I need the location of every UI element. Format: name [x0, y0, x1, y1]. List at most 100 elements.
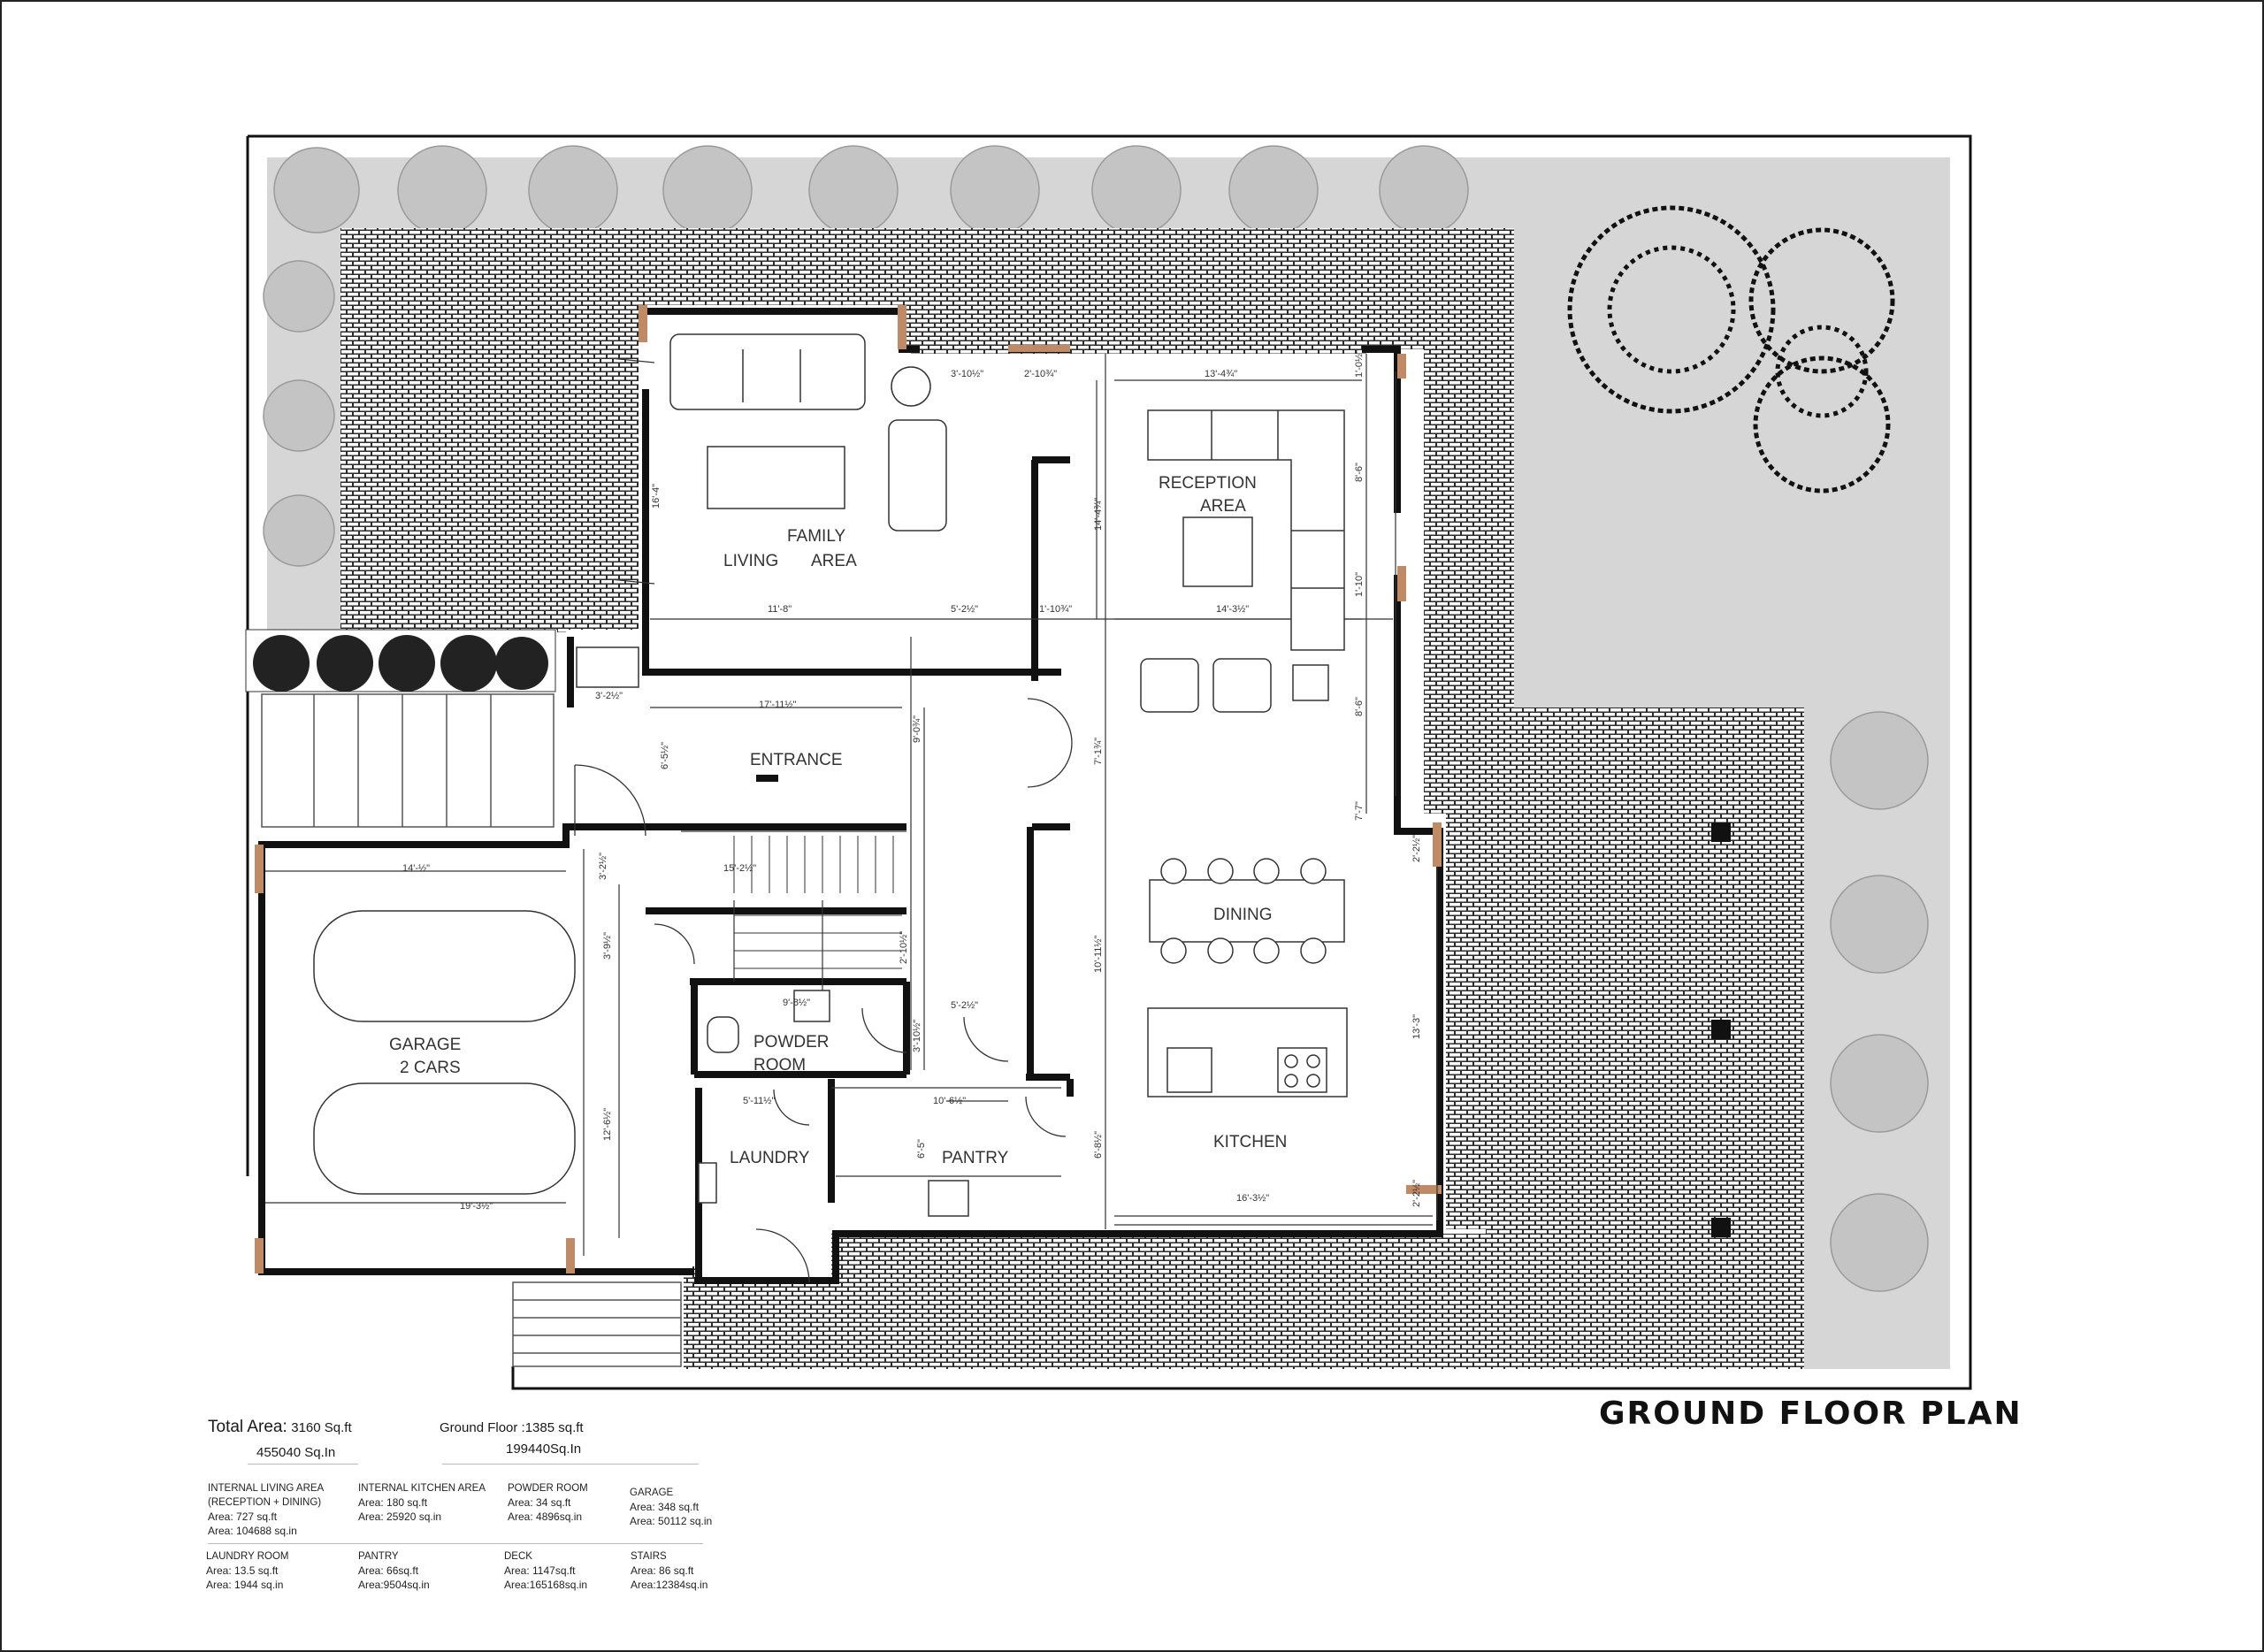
toilet-icon: [707, 1016, 739, 1053]
area-item: STAIRS Area: 86 sq.ft Area:12384sq.in: [631, 1551, 708, 1591]
family-label: FAMILY: [787, 527, 845, 546]
dim-label: 13'-3": [1411, 1014, 1422, 1039]
car-icon: [313, 910, 576, 1022]
side-table-icon: [891, 366, 931, 407]
laundry-label: LAUNDRY: [730, 1149, 810, 1167]
sofa-icon: [669, 333, 866, 410]
dining-label: DINING: [1213, 906, 1273, 924]
shrubs-top: [263, 145, 1929, 1292]
reception-area-label: AREA: [1200, 497, 1246, 516]
ground-floor: Ground Floor :1385 sq.ft: [440, 1420, 584, 1435]
dim-label: 6'-5": [916, 1139, 927, 1159]
reception-label: RECEPTION: [1159, 474, 1257, 493]
tree-cluster: [1567, 205, 1895, 493]
sink-icon: [1166, 1047, 1212, 1093]
interior-stairs: [733, 836, 902, 969]
dim-label: 16'-3½": [1236, 1193, 1269, 1204]
cooktop-icon: [1277, 1047, 1327, 1093]
dim-label: 8'-6": [1354, 697, 1365, 716]
area-label: AREA: [811, 552, 857, 570]
ground-floor-sqin: 199440Sq.In: [506, 1442, 582, 1457]
dim-label: 14'-½": [402, 863, 430, 874]
brick-wall-ends: [255, 305, 1442, 1273]
dim-label: 10'-6½": [933, 1096, 966, 1106]
area-item: GARAGE Area: 348 sq.ft Area: 50112 sq.in: [630, 1488, 713, 1527]
divider: [442, 1464, 699, 1465]
dim-label: 5'-2½": [951, 604, 978, 615]
exterior-stairs: [261, 693, 682, 1367]
dim-label: 9'-8½": [783, 998, 810, 1008]
dim-label: 7'-7": [1354, 801, 1365, 821]
dim-label: 13'-4¾": [1205, 369, 1237, 379]
site-boundary: [248, 134, 1972, 1390]
powder-label: POWDER: [753, 1033, 830, 1052]
dim-label: 2'-10½": [899, 931, 909, 964]
shoe-rack-icon: [576, 646, 639, 688]
area-item: POWDER ROOM Area: 34 sq.ft Area: 4896sq.…: [508, 1483, 588, 1523]
garage-label: GARAGE: [389, 1036, 461, 1054]
dim-label: 8'-6": [1354, 463, 1365, 482]
exterior-walls: [258, 308, 1443, 1284]
car-icon-2: [313, 1082, 576, 1195]
kitchen-label: KITCHEN: [1213, 1133, 1287, 1151]
room-labels: FAMILY LIVING AREA RECEPTION AREA ENTRAN…: [389, 474, 1287, 1167]
pantry-label: PANTRY: [942, 1149, 1009, 1167]
area-item: INTERNAL LIVING AREA (RECEPTION + DINING…: [208, 1483, 325, 1537]
plan-title: GROUND FLOOR PLAN: [1599, 1396, 2023, 1432]
area-item: INTERNAL KITCHEN AREA Area: 180 sq.ft Ar…: [358, 1483, 486, 1523]
total-area-label: Total Area:: [208, 1418, 287, 1436]
divider: [208, 1543, 703, 1544]
total-area: Total Area: 3160 Sq.ft: [208, 1418, 352, 1437]
total-area-sqin: 455040 Sq.In: [256, 1445, 336, 1460]
dim-label: 2'-2½": [1411, 835, 1422, 862]
dim-label: 1'-10": [1354, 572, 1365, 597]
living-label: LIVING: [723, 552, 778, 570]
dimension-labels: 3'-10½" 2'-10¾" 13'-4¾" 16'-4" 14'-4¾" 8…: [402, 350, 1422, 1212]
dining-table-icon: [1149, 879, 1345, 943]
dim-label: 3'-10½": [912, 1020, 922, 1052]
room-label: ROOM: [753, 1056, 806, 1075]
door-swings: [574, 357, 1073, 1283]
dim-label: 9'-0¾": [912, 715, 922, 743]
dim-label: 16'-4": [651, 484, 662, 509]
dim-label: 2'-10¾": [1024, 369, 1057, 379]
total-area-sqft: 3160 Sq.ft: [291, 1420, 352, 1435]
dim-label: 3'-2½": [595, 691, 623, 701]
dim-label: 11'-8": [768, 604, 792, 615]
area-item: PANTRY Area: 66sq.ft Area:9504sq.in: [358, 1551, 430, 1591]
paving-deck: [340, 228, 1804, 1369]
garage-cars-label: 2 CARS: [400, 1059, 461, 1077]
armchair-icon: [888, 419, 947, 532]
dim-label: 19'-3½": [460, 1201, 493, 1212]
pantry-sink-icon: [928, 1180, 969, 1217]
deck-posts: [1711, 822, 1731, 1237]
dim-label: 2'-2½": [1411, 1180, 1422, 1207]
dim-label: 14'-3½": [1216, 604, 1249, 615]
dim-label: 5'-2½": [951, 1000, 978, 1011]
dim-label: 7'-1¾": [1093, 738, 1104, 765]
dim-label: 3'-9½": [602, 932, 613, 960]
dim-label: 10'-11½": [1093, 935, 1104, 973]
area-item: LAUNDRY ROOM Area: 13.5 sq.ft Area: 1944…: [206, 1551, 289, 1591]
dim-label: 15'-2½": [723, 863, 756, 874]
dim-label: 6'-5½": [660, 742, 670, 769]
laundry-sink-icon: [698, 1162, 717, 1204]
dim-label: 3'-2½": [598, 853, 608, 880]
entrance-label: ENTRANCE: [750, 751, 843, 769]
ground-floor-sqft: 1385 sq.ft: [524, 1420, 584, 1435]
lawn-area: [267, 157, 1950, 1369]
ground-floor-label: Ground Floor :: [440, 1420, 525, 1435]
coffee-table-icon: [707, 446, 845, 509]
powder-sink-icon: [793, 990, 830, 1022]
reception-table-icon: [1182, 516, 1253, 587]
area-item: DECK Area: 1147sq.ft Area:165168sq.in: [504, 1551, 588, 1591]
divider: [248, 1464, 358, 1465]
dim-label: 5'-11½": [743, 1096, 775, 1106]
stool-icon: [1292, 664, 1329, 701]
dim-label: 17'-11½": [759, 700, 797, 710]
sectional-sofa-icon: [1147, 409, 1345, 651]
dim-label: 6'-8½": [1093, 1131, 1104, 1159]
hedge-row: [245, 629, 556, 692]
